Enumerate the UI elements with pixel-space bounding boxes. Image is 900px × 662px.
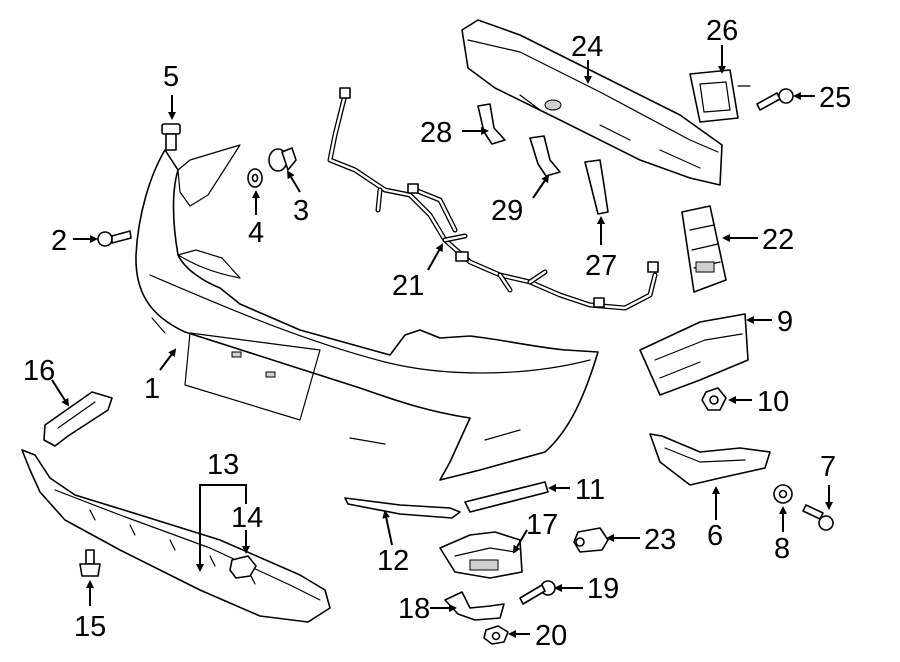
clip-part-14	[229, 555, 257, 579]
callout-9: 9	[777, 306, 793, 338]
callout-25: 25	[819, 82, 851, 114]
callout-18: 18	[398, 593, 430, 625]
callout-26: 26	[706, 15, 738, 47]
callout-numbers: 1 2 3 4 5 6 7 8 9 10 11 12 13 14 15 16 1…	[23, 15, 851, 652]
bracket-part-16	[43, 391, 113, 447]
callout-7: 7	[820, 451, 836, 483]
callout-14: 14	[231, 502, 263, 534]
callout-2: 2	[51, 225, 67, 257]
lower-valance-part	[21, 449, 331, 623]
callout-16: 16	[23, 355, 55, 387]
screw-part-2	[97, 230, 132, 247]
bracket-part-18	[444, 591, 505, 621]
callout-5: 5	[163, 61, 179, 93]
callout-22: 22	[762, 224, 794, 256]
stud-part-15	[79, 549, 101, 577]
washer-part-4	[247, 168, 263, 188]
callout-11: 11	[575, 474, 605, 506]
push-clip-part-3	[268, 147, 297, 172]
wiring-harness-part	[327, 87, 659, 311]
energy-absorber-part	[681, 205, 727, 293]
callout-23: 23	[644, 524, 676, 556]
reflector-housing-part	[439, 531, 523, 579]
callout-15: 15	[74, 611, 106, 643]
bracket-part-27	[584, 159, 609, 215]
callout-4: 4	[248, 217, 264, 249]
nut-part-10	[701, 387, 727, 411]
bracket-part-29	[529, 135, 561, 177]
bolt-part-5	[161, 123, 181, 151]
callout-13: 13	[207, 449, 239, 481]
clip-part-8	[773, 484, 793, 504]
nut-part-20	[483, 625, 509, 645]
bracket-part-6	[649, 433, 771, 486]
callout-17: 17	[526, 509, 558, 541]
callout-24: 24	[571, 31, 603, 63]
bolt-part-19	[519, 580, 556, 605]
molding-part-12	[344, 497, 461, 519]
bracket-part-26	[689, 69, 751, 123]
callout-29: 29	[491, 195, 523, 227]
callout-21: 21	[392, 270, 424, 302]
callout-3: 3	[293, 195, 309, 227]
callout-6: 6	[707, 520, 723, 552]
reinforcement-bar-part	[461, 19, 723, 186]
callout-12: 12	[377, 545, 409, 577]
callout-27: 27	[585, 250, 617, 282]
bumper-cover-part	[135, 144, 599, 481]
bracket-part-9	[639, 313, 749, 396]
callout-8: 8	[774, 533, 790, 565]
connector-part-23	[573, 527, 609, 553]
bracket-part-28	[477, 103, 506, 145]
callout-1: 1	[144, 373, 160, 405]
callout-leaders	[51, 45, 833, 638]
screw-part-25	[756, 88, 794, 111]
callout-19: 19	[587, 573, 619, 605]
bolt-part-7	[802, 504, 834, 531]
callout-28: 28	[420, 117, 452, 149]
molding-part-11	[464, 481, 549, 513]
callout-10: 10	[757, 386, 789, 418]
callout-20: 20	[535, 620, 567, 652]
